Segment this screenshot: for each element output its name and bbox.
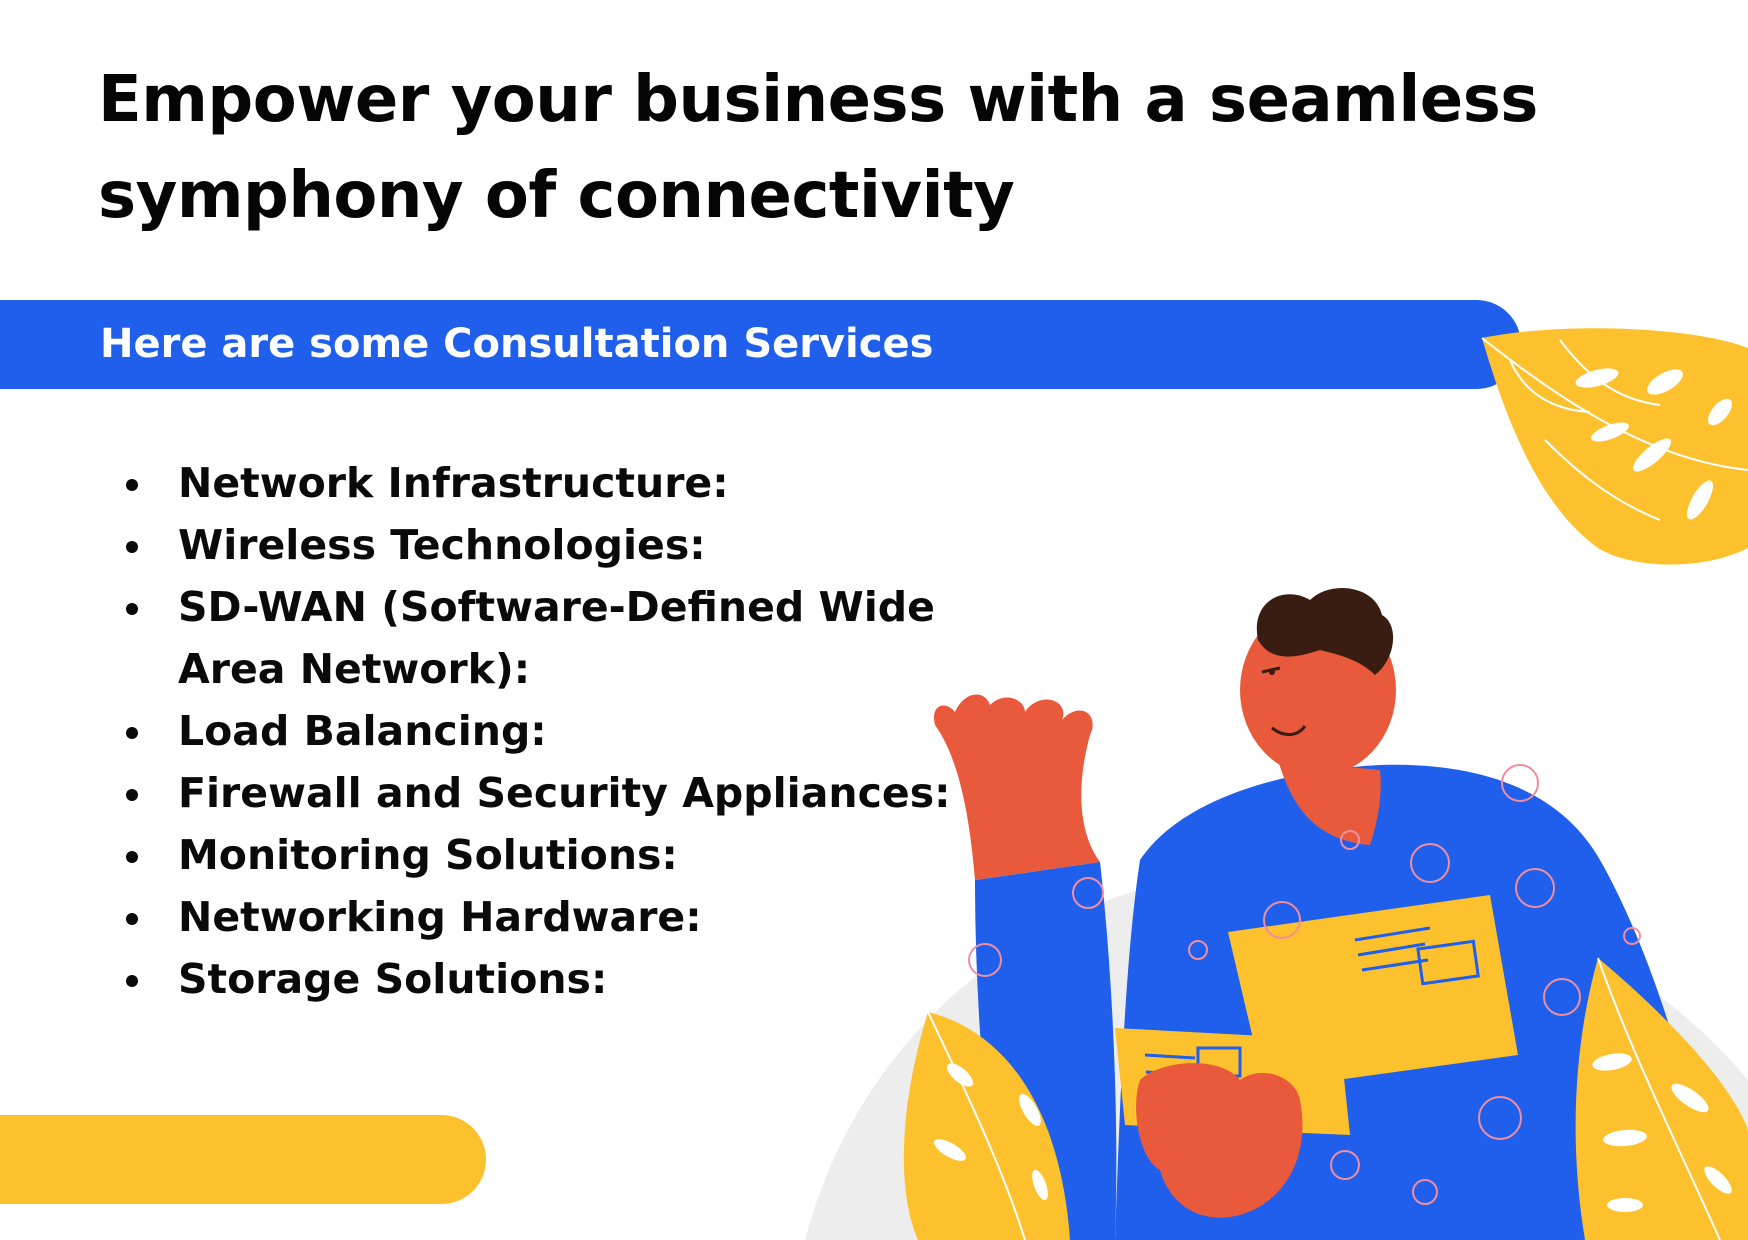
page-title: Empower your business with a seamless sy… xyxy=(98,63,1538,233)
monstera-leaf-icon xyxy=(903,1011,1070,1240)
list-item: Firewall and Security Appliances: xyxy=(110,762,1040,824)
list-item: SD-WAN (Software-Defined Wide Area Netwo… xyxy=(110,576,1040,700)
list-item: Networking Hardware: xyxy=(110,886,1040,948)
services-list: Network Infrastructure: Wireless Technol… xyxy=(110,452,1040,1010)
list-item: Network Infrastructure: xyxy=(110,452,1040,514)
list-item: Storage Solutions: xyxy=(110,948,1040,1010)
monstera-leaf-icon xyxy=(1481,328,1748,565)
list-item: Wireless Technologies: xyxy=(110,514,1040,576)
decorative-yellow-bar xyxy=(0,1115,486,1204)
list-item: Monitoring Solutions: xyxy=(110,824,1040,886)
consultation-banner: Here are some Consultation Services xyxy=(0,300,1521,389)
monstera-leaf-icon xyxy=(1575,957,1748,1240)
list-item: Load Balancing: xyxy=(110,700,1040,762)
banner-label: Here are some Consultation Services xyxy=(100,321,934,367)
man-with-envelopes-icon xyxy=(934,588,1720,1240)
